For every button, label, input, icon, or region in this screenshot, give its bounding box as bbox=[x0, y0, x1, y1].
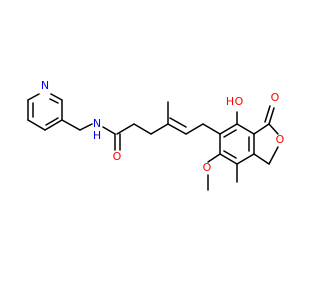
bond-alkene-1 bbox=[167, 123, 187, 135]
bond-lac-1 bbox=[253, 123, 270, 135]
bond-chain-4 bbox=[185, 123, 204, 135]
bond-nh-c bbox=[102, 126, 116, 135]
bond-alkene-2 bbox=[169, 117, 187, 128]
bond-py-5 bbox=[50, 93, 63, 101]
bond-bz-2 bbox=[219, 153, 238, 165]
atom-carbonyl-o: O bbox=[271, 91, 280, 104]
bond-ch2-a bbox=[61, 119, 81, 131]
atom-methoxy-o: O bbox=[203, 161, 212, 174]
bond-py-3 bbox=[44, 119, 63, 131]
bond-py-6 bbox=[27, 93, 40, 101]
bond-bz-3 bbox=[236, 153, 255, 165]
atom-labels: N N H O H O O O O bbox=[41, 79, 285, 174]
bonds bbox=[27, 93, 279, 191]
bond-py-5b bbox=[49, 98, 59, 104]
bond-lac-4 bbox=[253, 153, 270, 165]
bond-py-2 bbox=[27, 119, 46, 131]
atom-ring-o: O bbox=[276, 133, 285, 146]
atom-hydroxyl-o: O bbox=[235, 95, 244, 108]
molecular-structure: N N H O H O O O O bbox=[0, 0, 300, 300]
bond-bz-5 bbox=[236, 123, 255, 135]
atom-amide-o: O bbox=[113, 150, 122, 163]
bond-chain-3 bbox=[150, 123, 169, 135]
bond-lac-2 bbox=[268, 123, 279, 135]
atom-amide-h: H bbox=[93, 129, 101, 142]
bond-chain-2 bbox=[133, 123, 152, 135]
bond-chain-5 bbox=[202, 123, 221, 135]
bond-lac-3 bbox=[268, 146, 279, 165]
bond-bz-6b bbox=[223, 129, 237, 138]
bond-py-3b bbox=[45, 117, 59, 126]
bond-bz-2b bbox=[223, 150, 237, 159]
bond-lac-co-2 bbox=[264, 105, 271, 123]
bond-chain-1 bbox=[116, 123, 135, 135]
bond-methoxy-1 bbox=[207, 153, 221, 163]
atom-amide-n: N bbox=[93, 117, 101, 130]
bond-bz-6 bbox=[219, 123, 238, 135]
bond-lac-co-1 bbox=[268, 107, 275, 125]
bond-ch2-b bbox=[79, 123, 93, 131]
background bbox=[0, 0, 300, 300]
atom-pyridine-n: N bbox=[41, 79, 49, 92]
atom-hydroxyl-h: H bbox=[226, 95, 234, 108]
